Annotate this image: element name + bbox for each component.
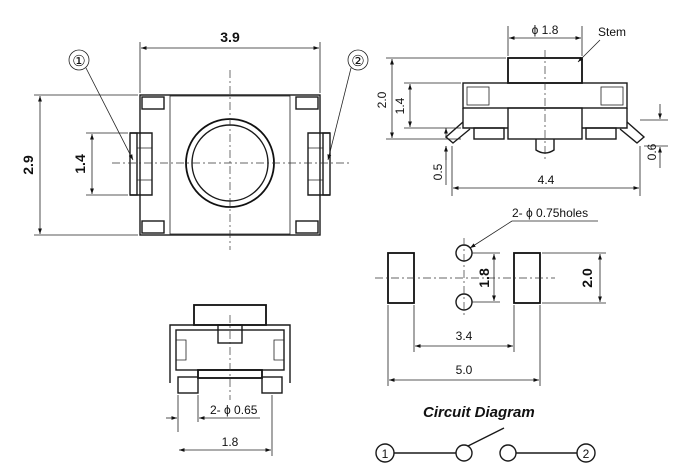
- circuit-pin2: [576, 443, 596, 463]
- circuit-switch-lever: [467, 427, 505, 447]
- stem-label: Stem: [598, 25, 626, 39]
- dim-peg-dia: 2- ϕ 0.65: [210, 403, 258, 417]
- dim-leg-height: 0.6: [645, 143, 659, 160]
- holes-label: 2- ϕ 0.75holes: [512, 206, 588, 220]
- left-terminal-lead: [129, 132, 138, 196]
- cover-outline: [169, 95, 291, 235]
- top-view: 3.9 2.9 1.4 ① ②: [20, 29, 369, 250]
- dim-offset-bottom: 0.5: [431, 163, 445, 180]
- dim-peg-pitch: 1.8: [222, 435, 239, 449]
- circuit-contact-left: [455, 444, 473, 462]
- dim-pad-inner: 3.4: [456, 329, 473, 343]
- dim-stem-dia: ϕ 1.8: [532, 23, 559, 37]
- circuit-diagram: Circuit Diagram 1 2: [375, 404, 596, 463]
- dim-height-left: 2.9: [20, 155, 36, 175]
- dim-pad-outer: 5.0: [456, 363, 473, 377]
- leg-right: [619, 121, 646, 144]
- corner-tab: [295, 220, 319, 234]
- dim-pitch-left: 1.4: [72, 154, 88, 174]
- pin2-label: ②: [351, 53, 364, 70]
- right-terminal: [307, 132, 330, 196]
- corner-tab: [295, 96, 319, 110]
- right-terminal-lead: [322, 132, 331, 196]
- circuit-pin2-label: 2: [583, 447, 590, 461]
- pin1-label: ①: [72, 53, 85, 70]
- housing-lower: [507, 107, 583, 140]
- left-terminal: [130, 132, 153, 196]
- dim-width-side: 4.4: [538, 173, 555, 187]
- dim-height-side-inner: 1.4: [393, 97, 407, 114]
- dim-pad-height: 2.0: [579, 268, 595, 288]
- dim-hole-pitch: 1.8: [476, 268, 492, 288]
- circuit-contact-right: [499, 444, 517, 462]
- leg-left: [444, 121, 471, 144]
- pin1-callout: [68, 49, 90, 71]
- front-peg-left: [177, 376, 199, 394]
- pcb-footprint: 2- ϕ 0.75holes 1.8 2.0 3.4 5.0: [375, 206, 606, 386]
- dim-height-side: 2.0: [375, 91, 389, 108]
- front-peg-right: [261, 376, 283, 394]
- circuit-pin1-label: 1: [382, 447, 389, 461]
- front-view: 2- ϕ 0.65 1.8: [166, 304, 291, 456]
- side-view: ϕ 1.8 Stem 2.0 1.4 0.5 0.6 4.4: [375, 23, 668, 196]
- circuit-title: Circuit Diagram: [423, 404, 535, 421]
- pin2-callout: [347, 49, 369, 71]
- corner-tab: [141, 96, 165, 110]
- corner-tab: [141, 220, 165, 234]
- dim-width-top: 3.9: [220, 29, 240, 45]
